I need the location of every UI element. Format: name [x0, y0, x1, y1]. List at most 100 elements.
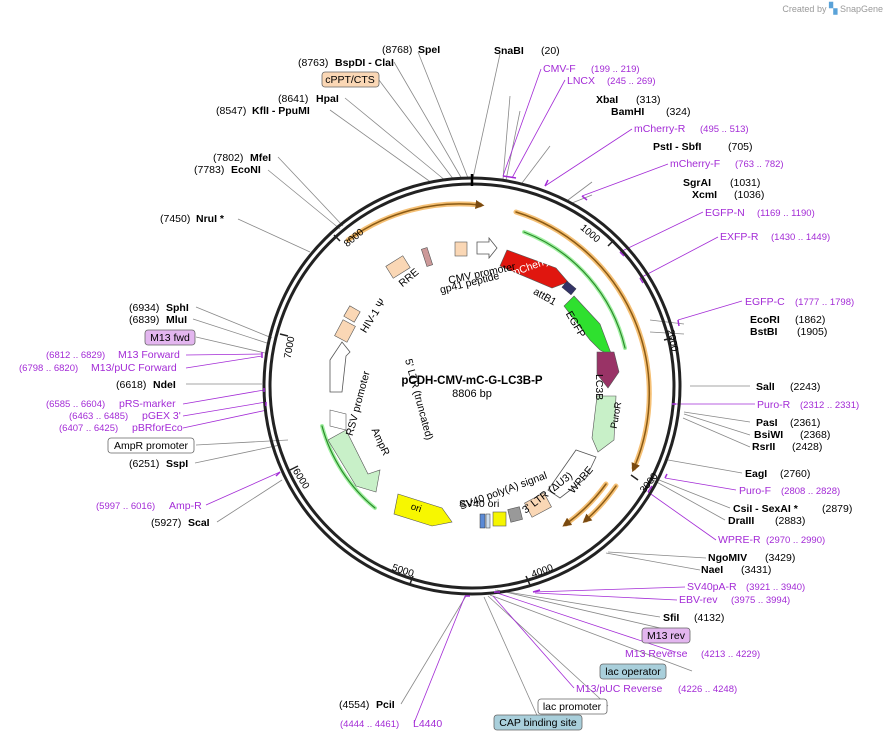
cppt-feature — [420, 247, 434, 267]
site-position: (6839) — [129, 314, 159, 326]
snapgene-branding: Created by ▚ SnapGene — [782, 2, 883, 15]
primer-label: SV40pA-R — [687, 581, 737, 593]
primer-label: EXFP-R — [720, 231, 759, 243]
sv40-small-1 — [479, 513, 486, 529]
lac-operator-label: lac operator — [605, 666, 661, 678]
site-position: (8768) — [382, 44, 412, 56]
site-label: MfeI — [250, 152, 271, 164]
snapgene-logo-icon: ▚ — [828, 3, 838, 15]
attb1-label: attB1 — [531, 286, 558, 309]
site-position: (8763) — [298, 57, 328, 69]
plasmid-name: pCDH-CMV-mC-G-LC3B-P — [401, 375, 543, 387]
primer-range: (245 .. 269) — [607, 76, 656, 87]
primer-label: Puro-F — [739, 485, 771, 497]
rsv-label: RSV promoter — [344, 369, 373, 437]
lac-promoter-box — [537, 698, 608, 715]
scale-ticks — [279, 234, 673, 586]
primer-range: (2970 .. 2990) — [766, 535, 825, 546]
hiv-feature — [334, 319, 356, 343]
sv40-small-2 — [485, 513, 491, 529]
site-position: (3429) — [765, 552, 795, 564]
ampr-label: AmpR — [369, 426, 392, 458]
site-position: (6618) — [116, 379, 146, 391]
site-label: NruI * — [196, 213, 225, 225]
site-label: RsrII — [752, 441, 775, 453]
site-label: HpaI — [316, 93, 339, 105]
hiv-label: HIV-1 Ψ — [358, 297, 388, 336]
cppt-box — [321, 71, 380, 88]
rsv-feature — [329, 341, 351, 393]
site-position: (6934) — [129, 302, 159, 314]
leader-lines — [186, 51, 751, 723]
site-position: (5927) — [151, 517, 181, 529]
site-position: (4132) — [694, 612, 724, 624]
primer-label: pBRforEco — [132, 422, 183, 434]
mcherry-feature — [499, 249, 569, 289]
primer-range: (6798 .. 6820) — [19, 363, 78, 374]
site-position: (2883) — [775, 515, 805, 527]
site-label: CsiI - SexAI * — [733, 503, 799, 515]
plasmid-length: 8806 bp — [452, 388, 492, 400]
amp-promoter-label: AmpR promoter — [114, 440, 189, 452]
site-position: (7450) — [160, 213, 190, 225]
primer-range: (763 .. 782) — [735, 159, 784, 170]
site-label: DraIII — [728, 515, 754, 527]
primer-range: (6812 .. 6829) — [46, 350, 105, 361]
site-position: (3431) — [741, 564, 771, 576]
primer-range: (199 .. 219) — [591, 64, 640, 75]
site-position: (2428) — [792, 441, 822, 453]
primer-range: (6463 .. 6485) — [69, 411, 128, 422]
site-position: (2368) — [800, 429, 830, 441]
site-position: (2243) — [790, 381, 820, 393]
site-label: SgrAI — [683, 177, 711, 189]
primer-range: (6585 .. 6604) — [46, 399, 105, 410]
primer-label: CMV-F — [543, 63, 576, 75]
primer-label: M13/pUC Forward — [91, 362, 177, 374]
lac-operator-box — [599, 663, 667, 680]
primer-label: pRS-marker — [119, 398, 176, 410]
cmv-feature — [476, 236, 498, 260]
sv40polya-feature — [507, 506, 523, 523]
feature-shapes — [327, 236, 620, 529]
site-label: SphI — [166, 302, 189, 314]
site-label: BstBI — [750, 326, 778, 338]
ori-feature — [393, 493, 453, 527]
m13fwd-label: M13 fwd — [150, 332, 190, 344]
gp41-feature — [454, 241, 468, 257]
site-position: (1862) — [795, 314, 825, 326]
site-position: (7802) — [213, 152, 243, 164]
primer-range: (5997 .. 6016) — [96, 501, 155, 512]
primer-label: mCherry-R — [634, 123, 686, 135]
boxed-labels: cPPT/CTS M13 fwd AmpR promoter M13 rev l… — [107, 71, 691, 731]
primer-label: pGEX 3' — [142, 410, 181, 422]
primer-range: (4444 .. 4461) — [340, 719, 399, 730]
site-label: SfiI — [663, 612, 679, 624]
site-label: PasI — [756, 417, 778, 429]
site-position: (705) — [728, 141, 753, 153]
primer-label: M13/pUC Reverse — [576, 683, 663, 695]
ltr5-label: 5' LTR (truncated) — [402, 358, 435, 442]
site-label: SpeI — [418, 44, 440, 56]
site-label: KflI - PpuMI — [252, 105, 310, 117]
primer-label: WPRE-R — [718, 534, 761, 546]
site-label: SspI — [166, 458, 188, 470]
primer-range: (495 .. 513) — [700, 124, 749, 135]
site-position: (1031) — [730, 177, 760, 189]
created-by-text: Created by — [782, 4, 827, 14]
site-label: SalI — [756, 381, 775, 393]
hiv-feature-2 — [343, 305, 361, 323]
cppt-label: cPPT/CTS — [325, 74, 375, 86]
primer-label: EGFP-N — [705, 207, 745, 219]
primer-range: (2312 .. 2331) — [800, 400, 859, 411]
sv40ori-feature — [492, 511, 507, 527]
tick-2000: 2000 — [664, 329, 679, 353]
rre-feature — [385, 255, 411, 279]
primer-label: EGFP-C — [745, 296, 785, 308]
orf-arcs — [320, 200, 652, 527]
right-primers: CMV-F (199 .. 219) LNCX (245 .. 269) mCh… — [543, 63, 859, 695]
ori-label: ori — [409, 501, 422, 515]
site-label: NdeI — [153, 379, 176, 391]
sv40ori-label: SV40 ori — [459, 498, 499, 510]
primer-range: (3921 .. 3940) — [746, 582, 805, 593]
